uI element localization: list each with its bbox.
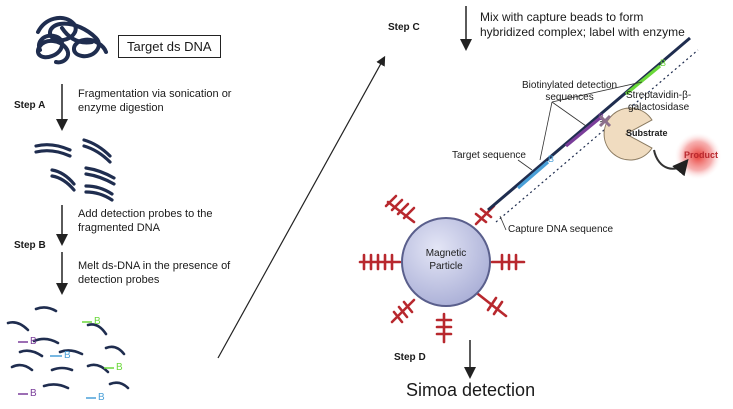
arrow-to-step-c — [217, 55, 386, 359]
step-a-label: Step A — [14, 100, 46, 111]
svg-text:B: B — [548, 154, 554, 164]
fragmentation-text: Fragmentation via sonication or enzyme d… — [78, 88, 231, 116]
fragmentation-line-2: enzyme digestion — [78, 101, 164, 114]
mix-text: Mix with capture beads to form hybridize… — [480, 10, 685, 40]
add-probes-line-2: fragmented DNA — [78, 221, 160, 234]
simoa-detection-label: Simoa detection — [406, 380, 536, 400]
probe-b-purple-2: B — [30, 388, 37, 399]
mix-line-1: Mix with capture beads to form — [480, 10, 644, 24]
melt-line-2: detection probes — [78, 273, 160, 286]
tangled-dna-icon — [35, 15, 108, 65]
biotin-line-2: sequences — [545, 91, 594, 103]
detection-probes-icon — [18, 321, 114, 399]
step-b-label: Step B — [14, 240, 46, 251]
streptavidin-enzyme-icon — [603, 107, 653, 161]
probe-b-purple-1: B — [30, 336, 37, 347]
melted-strands-icon — [6, 306, 130, 390]
particle-line-1: Magnetic — [425, 248, 467, 259]
probe-segments-icon — [516, 64, 662, 190]
magnetic-particle-bead — [401, 217, 491, 307]
capture-dna-pointer — [499, 215, 507, 231]
melt-text: Melt ds-DNA in the presence of detection… — [78, 260, 230, 288]
streptavidin-label: Streptavidin-β- galactosidase — [626, 90, 691, 113]
step-c-label: Step C — [388, 22, 420, 33]
probe-b-green-2: B — [116, 362, 123, 373]
melt-line-1: Melt ds-DNA in the presence of — [78, 260, 231, 272]
fragmented-dna-icon — [34, 138, 116, 202]
probe-b-blue-2: B — [98, 392, 105, 403]
target-ds-dna-label: Target ds DNA — [118, 35, 221, 58]
target-sequence-pointer — [517, 159, 533, 171]
add-probes-text: Add detection probes to the fragmented D… — [78, 208, 213, 236]
probe-b-blue-1: B — [64, 350, 71, 361]
particle-line-2: Particle — [429, 260, 463, 272]
product-label: Product — [684, 150, 719, 160]
strep-line-1: Streptavidin-β- — [626, 90, 692, 101]
magnetic-particle-label: Magnetic Particle — [418, 248, 474, 273]
capture-dna-label: Capture DNA sequence — [508, 224, 614, 235]
mix-line-2: hybridized complex; label with enzyme — [480, 25, 685, 39]
target-sequence-strand-icon — [487, 36, 699, 223]
strep-line-2: galactosidase — [628, 101, 690, 113]
substrate-label: Substrate — [626, 128, 668, 138]
linker-cross-icon — [598, 114, 612, 128]
svg-text:B: B — [660, 58, 666, 68]
substrate-to-product-arrow — [653, 149, 689, 177]
probe-b-green-1: B — [94, 316, 101, 327]
add-probes-line-1: Add detection probes to the — [78, 208, 213, 220]
fragmentation-line-1: Fragmentation via sonication or — [78, 88, 232, 100]
biotin-line-1: Biotinylated detection — [522, 80, 618, 91]
step-d-label: Step D — [394, 352, 426, 363]
biotinylated-label: Biotinylated detection sequences — [522, 80, 617, 103]
target-sequence-label: Target sequence — [452, 150, 526, 161]
